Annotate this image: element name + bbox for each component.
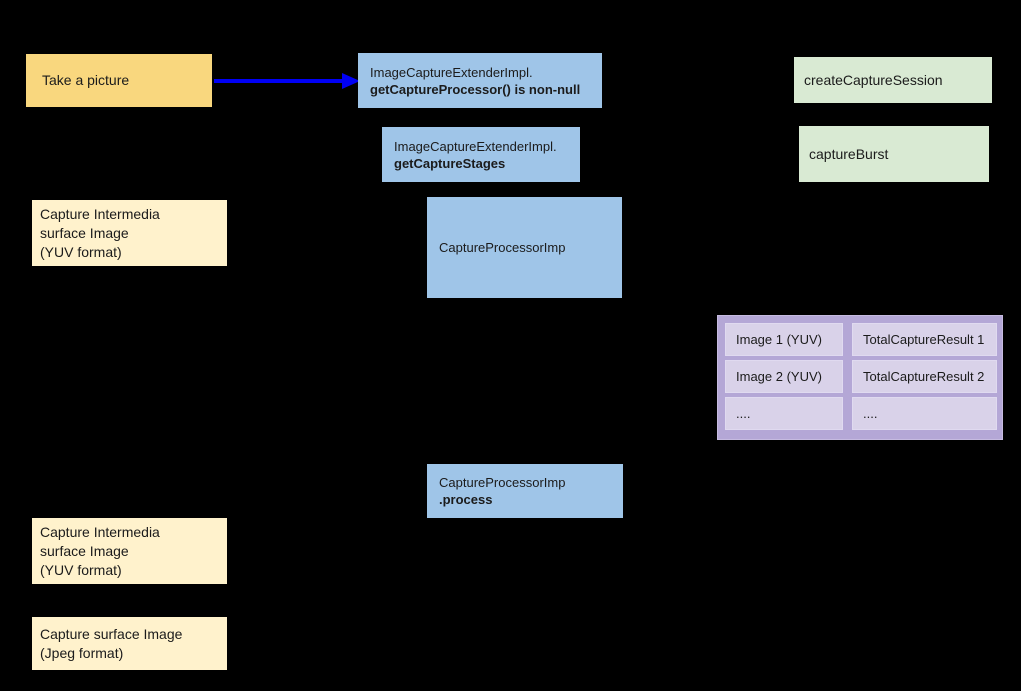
node-capture-processor-imp: CaptureProcessorImp (427, 197, 622, 298)
node-label-line1: Capture surface Image (40, 625, 183, 642)
node-label-line2: (Jpeg format) (40, 644, 124, 661)
node-get-capture-stages: ImageCaptureExtenderImpl. getCaptureStag… (382, 127, 580, 182)
node-capture-surface-jpeg: Capture surface Image (Jpeg format) (32, 617, 227, 670)
node-label: createCaptureSession (804, 71, 943, 88)
table-cell-result-2: TotalCaptureResult 2 (852, 360, 997, 393)
connector-into-procimp-3 (397, 273, 428, 282)
node-label-line2: surface Image (40, 542, 129, 559)
connector-yellow1-to-procimp (217, 210, 429, 214)
node-label: Take a picture (42, 72, 130, 88)
table-cell-result-more: .... (852, 397, 997, 430)
node-label-line2: getCaptureStages (394, 155, 506, 171)
cell-text: TotalCaptureResult 2 (863, 369, 985, 384)
node-label-line1: Capture Intermedia (40, 523, 160, 540)
node-label-line1: Capture Intermedia (40, 205, 160, 222)
cell-text: .... (863, 406, 878, 421)
capture-results-table: Image 1 (YUV) TotalCaptureResult 1 Image… (717, 315, 1003, 440)
node-take-a-picture: Take a picture (26, 54, 212, 107)
node-capture-intermedia-surface-top: Capture Intermedia surface Image (YUV fo… (32, 200, 227, 266)
connector-procimp-to-process (586, 289, 589, 457)
node-label: CaptureProcessorImp (439, 240, 566, 255)
node-capture-burst: captureBurst (799, 126, 989, 182)
table-cell-image-more: .... (725, 397, 843, 430)
node-label-line2: .process (439, 492, 493, 507)
node-capture-intermedia-surface-bottom: Capture Intermedia surface Image (YUV fo… (32, 518, 227, 584)
table-cell-image-2: Image 2 (YUV) (725, 360, 843, 393)
node-label: captureBurst (809, 145, 889, 162)
node-label-line2: surface Image (40, 224, 129, 241)
node-create-capture-session: createCaptureSession (794, 57, 992, 103)
table-cell-image-1: Image 1 (YUV) (725, 323, 843, 356)
node-label-line1: CaptureProcessorImp (439, 475, 566, 490)
node-label-line3: (YUV format) (40, 243, 122, 260)
cell-text: Image 2 (YUV) (736, 369, 822, 384)
node-label-line1: ImageCaptureExtenderImpl. (370, 64, 533, 80)
table-cell-result-1: TotalCaptureResult 1 (852, 323, 997, 356)
connector-yellow1-to-yellow2 (126, 257, 129, 518)
node-label-line3: (YUV format) (40, 561, 122, 578)
cell-text: Image 1 (YUV) (736, 332, 822, 347)
node-label-line1: ImageCaptureExtenderImpl. (394, 138, 557, 154)
node-capture-processor-process: CaptureProcessorImp .process (427, 464, 623, 518)
node-get-capture-processor: ImageCaptureExtenderImpl. getCaptureProc… (358, 53, 602, 108)
cell-text: TotalCaptureResult 1 (863, 332, 985, 347)
cell-text: .... (736, 406, 751, 421)
node-label-line2: getCaptureProcessor() is non-null (370, 81, 581, 97)
